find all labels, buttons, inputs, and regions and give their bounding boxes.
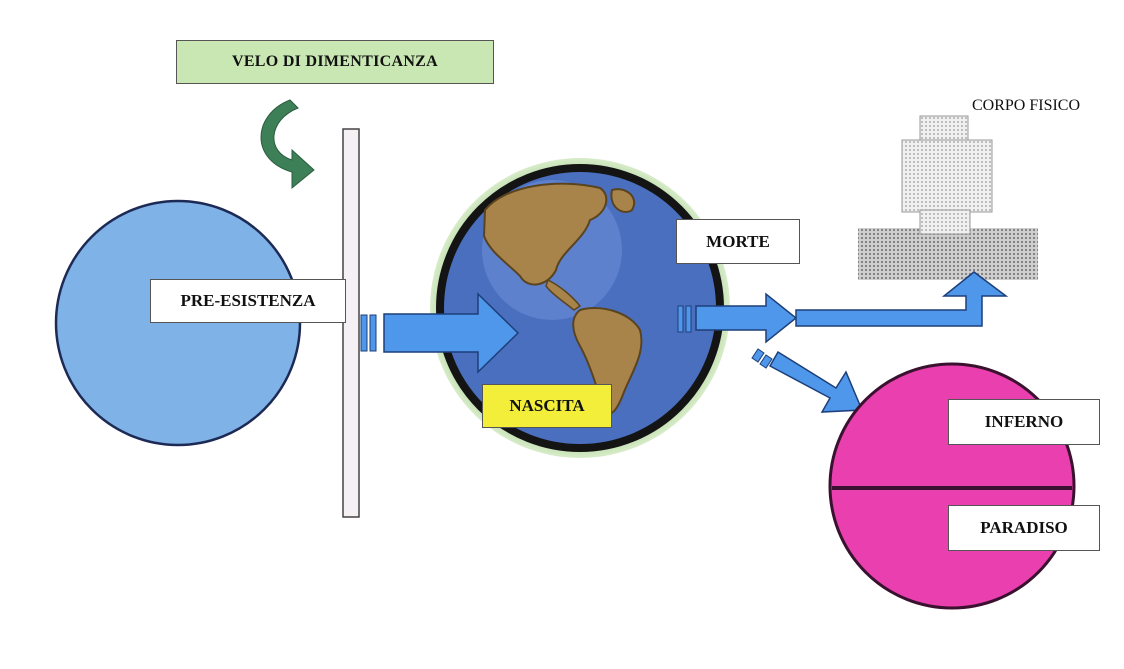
veil-panel — [342, 128, 360, 518]
birth-label: NASCITA — [482, 384, 612, 428]
birth-arrow — [360, 292, 520, 374]
paradise-label: PARADISO — [948, 505, 1100, 551]
veil-label: VELO DI DIMENTICANZA — [176, 40, 494, 84]
death-label: MORTE — [676, 219, 800, 264]
afterlife-arrow — [751, 348, 864, 413]
death-arrow — [677, 292, 798, 344]
physical-body-icon — [858, 115, 1038, 280]
curved-arrow-icon — [260, 99, 315, 190]
physical-body-label: CORPO FISICO — [971, 97, 1081, 114]
body-arrow — [795, 271, 1009, 327]
pre-existence-circle — [54, 199, 302, 447]
pre-existence-label: PRE-ESISTENZA — [150, 279, 346, 323]
hell-label: INFERNO — [948, 399, 1100, 445]
globe-icon — [430, 158, 730, 458]
